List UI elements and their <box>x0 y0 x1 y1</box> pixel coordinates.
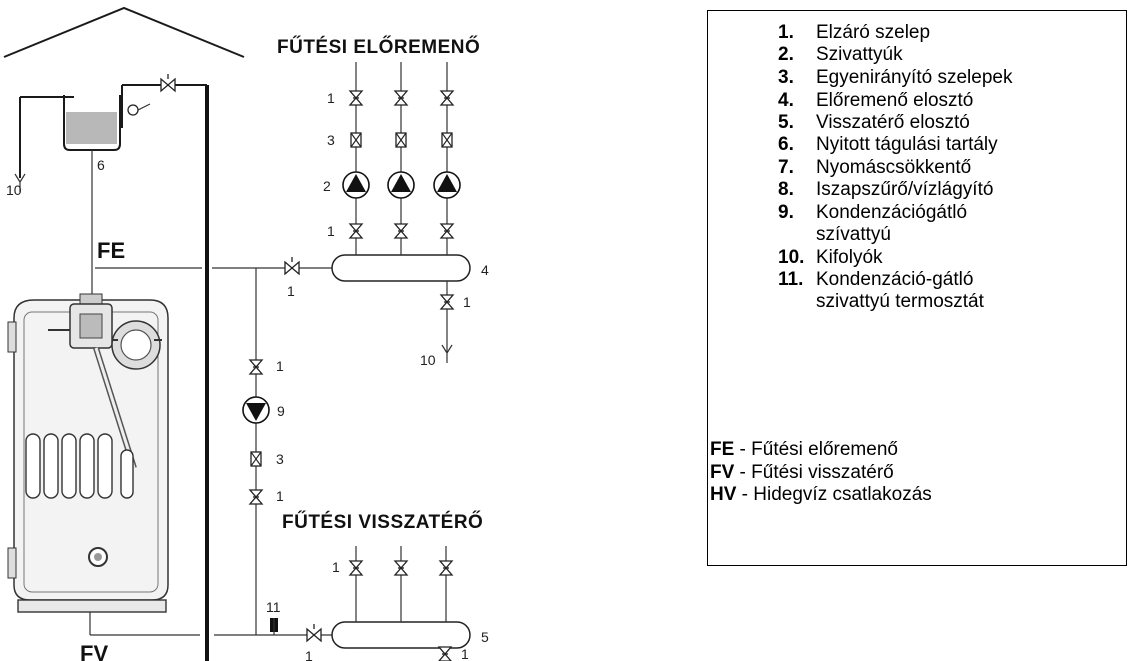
label-6: 6 <box>97 157 105 173</box>
boiler <box>7 293 169 613</box>
heating-system-diagram: 10 6 FE FV 1 9 3 1 <box>3 6 489 661</box>
legend-item: 6.Nyitott tágulási tartály <box>778 134 998 155</box>
supply-manifold <box>331 254 471 282</box>
label-4: 4 <box>481 262 489 278</box>
legend-item: 4.Előremenő elosztó <box>778 90 974 111</box>
svg-text:1: 1 <box>305 648 313 661</box>
legend-item: 5.Visszatérő elosztó <box>778 112 970 133</box>
fe-label: FE <box>97 238 125 263</box>
label-9: 9 <box>277 403 285 419</box>
svg-text:1: 1 <box>327 223 335 239</box>
expansion-tank-water <box>66 112 117 144</box>
legend-item: 10.Kifolyók <box>778 247 883 268</box>
abbrev-hv: HV - Hidegvíz csatlakozás <box>710 484 932 505</box>
svg-text:1: 1 <box>463 294 471 310</box>
return-manifold <box>331 621 471 649</box>
abbrev-fe: FE - Fűtési előremenő <box>710 439 898 460</box>
svg-text:1: 1 <box>332 559 340 575</box>
house-roof <box>3 6 245 58</box>
svg-text:3: 3 <box>327 132 335 148</box>
label-11: 11 <box>266 599 281 615</box>
legend-box: 1.Elzáró szelep 2.Szivattyúk 3.Egyenirán… <box>707 10 1127 566</box>
legend-item: 1.Elzáró szelep <box>778 22 931 43</box>
supply-header: FŰTÉSI ELŐREMENŐ <box>277 36 480 58</box>
svg-text:1: 1 <box>327 90 335 106</box>
abbrev-fv: FV - Fűtési visszatérő <box>710 462 894 483</box>
svg-text:1: 1 <box>461 646 469 661</box>
svg-text:1: 1 <box>287 283 295 299</box>
legend-item: 2.Szivattyúk <box>778 44 903 65</box>
label-2: 2 <box>323 178 331 194</box>
svg-text:1: 1 <box>276 358 284 374</box>
svg-text:1: 1 <box>276 488 284 504</box>
float-valve <box>127 104 139 116</box>
label-10-left: 10 <box>6 182 22 198</box>
return-header: FŰTÉSI VISSZATÉRŐ <box>282 511 483 533</box>
legend-item: 3.Egyenirányító szelepek <box>778 67 1013 88</box>
legend-item: 7.Nyomáscsökkentő <box>778 157 972 178</box>
svg-text:3: 3 <box>276 451 284 467</box>
label-5: 5 <box>481 629 489 645</box>
label-10-right: 10 <box>420 352 436 368</box>
fv-label: FV <box>80 641 108 661</box>
legend-item: 8.Iszapszűrő/vízlágyító <box>778 179 994 200</box>
